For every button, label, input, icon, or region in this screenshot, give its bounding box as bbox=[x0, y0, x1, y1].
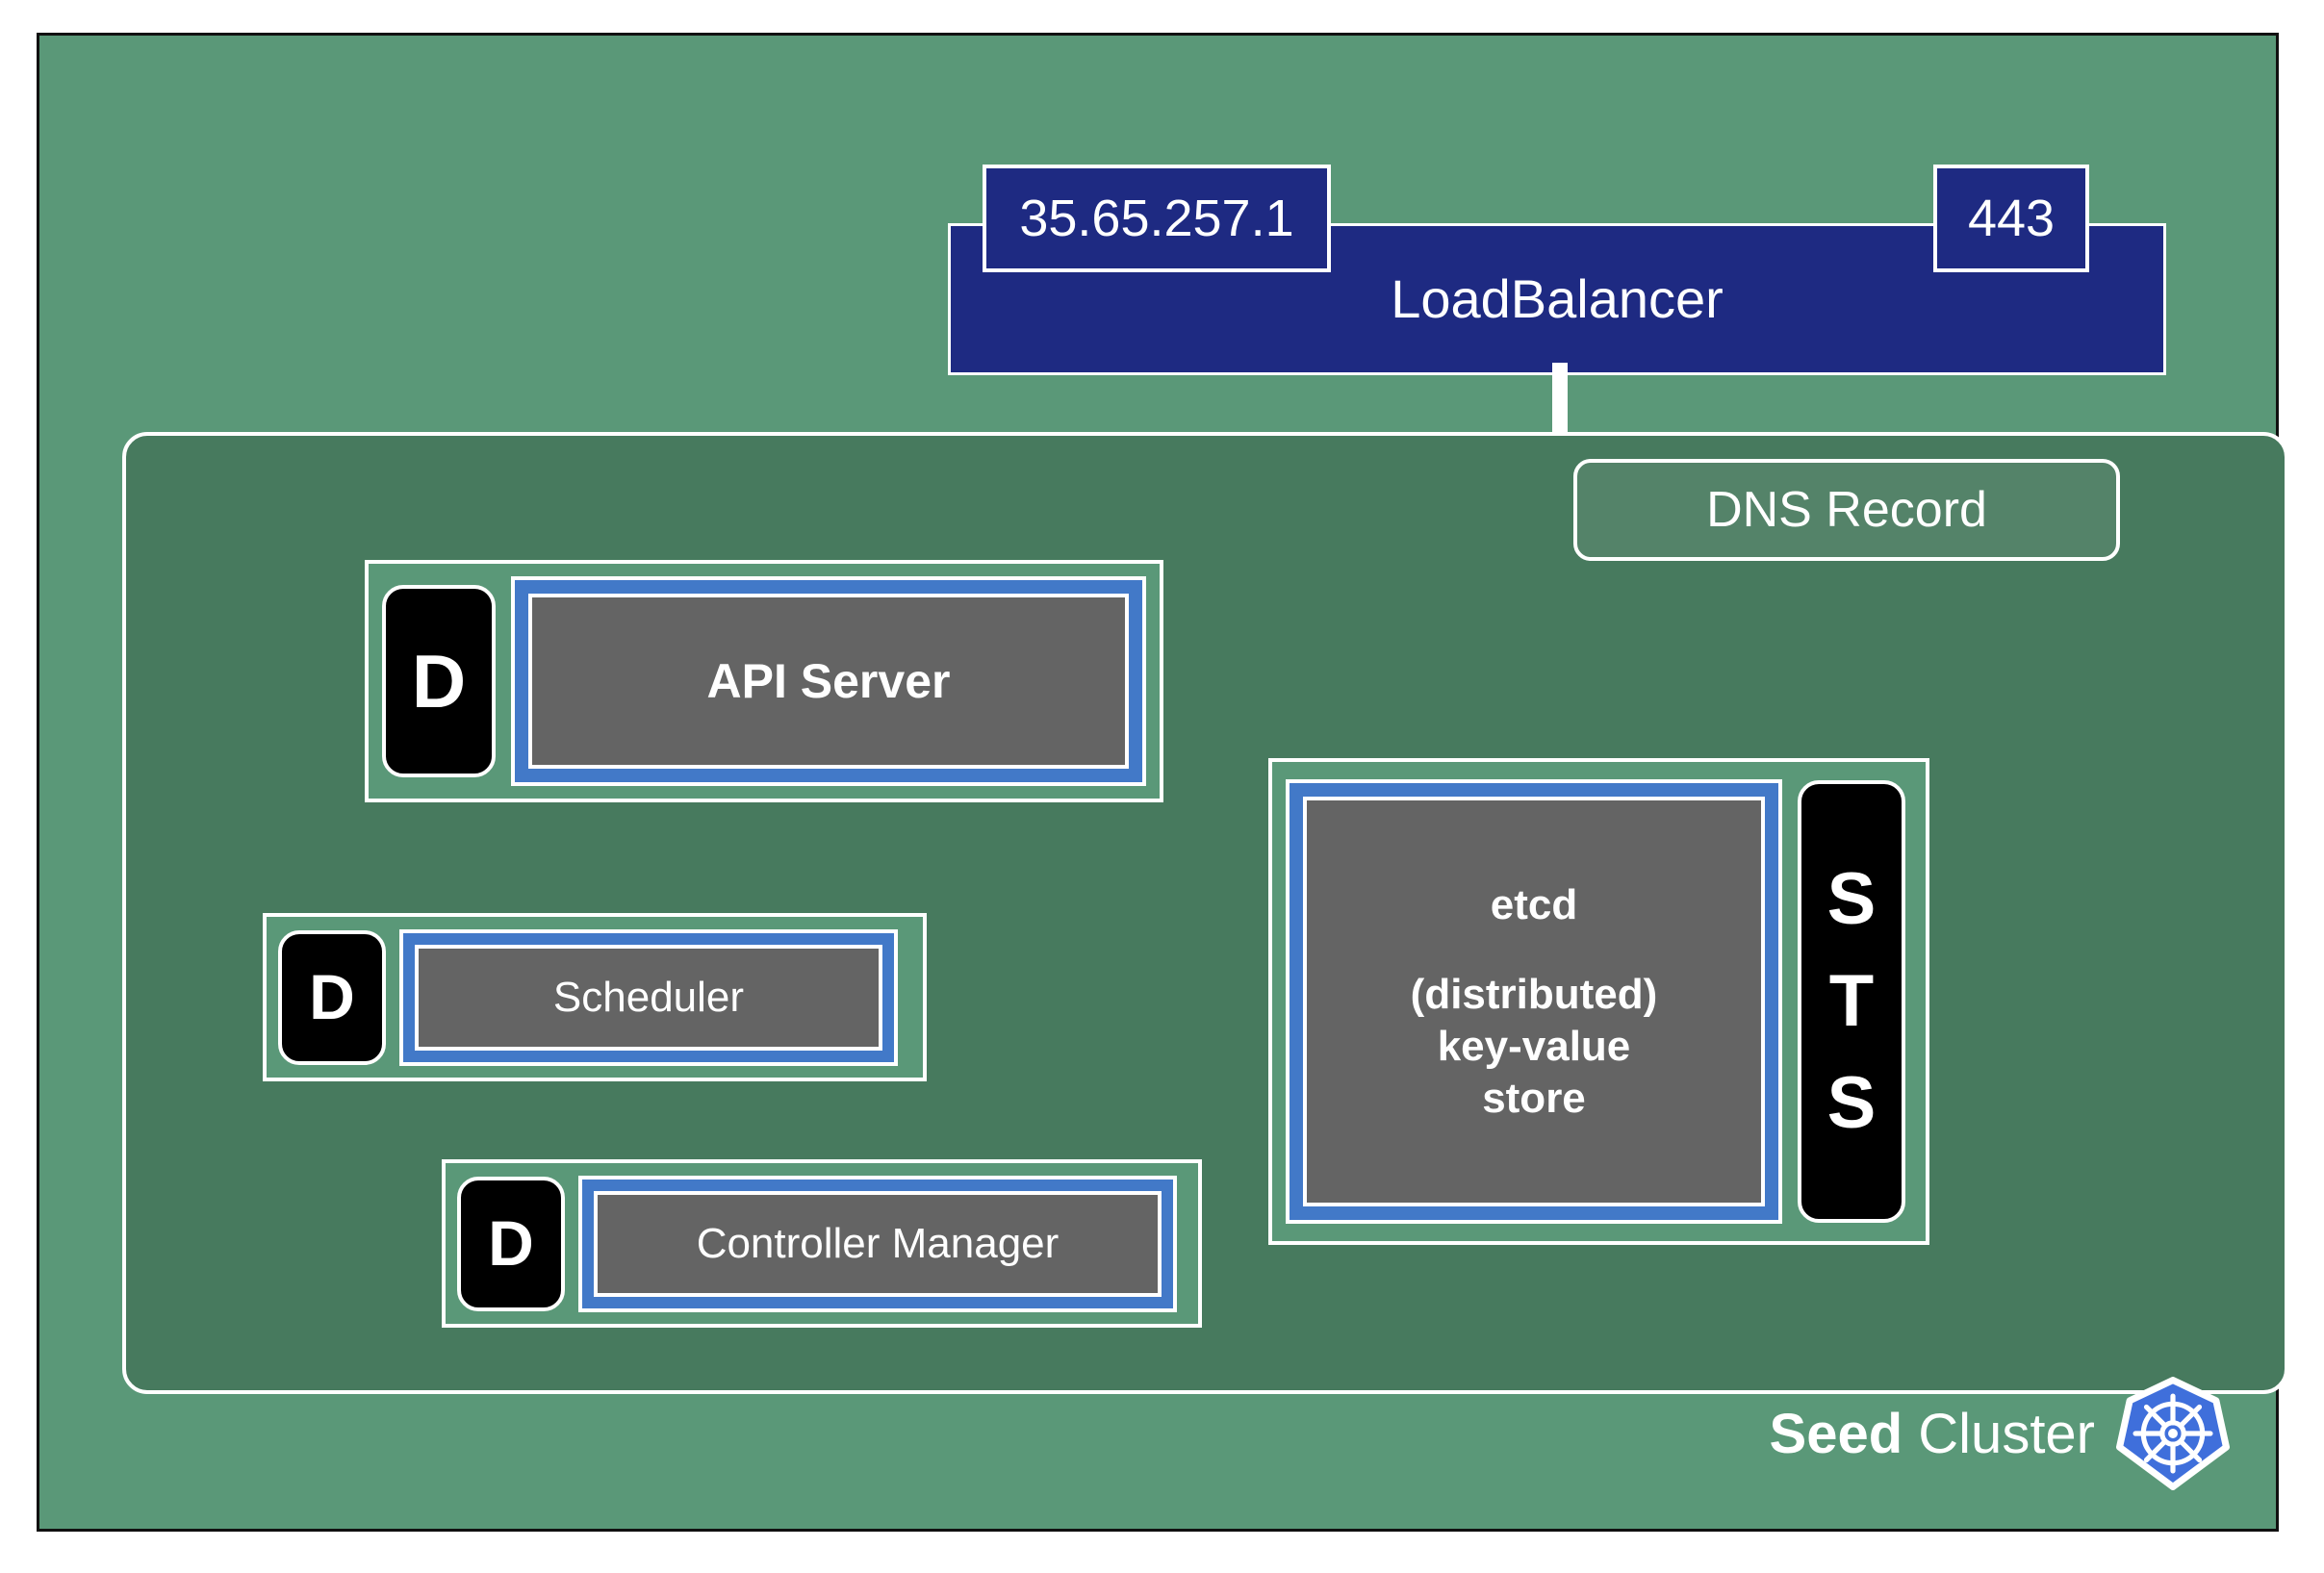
etcd-pod-box: etcd (distributed) key-value store bbox=[1286, 779, 1782, 1224]
deployment-badge-api-server: D bbox=[382, 585, 496, 777]
footer-label-bold: Seed bbox=[1769, 1402, 1903, 1465]
statefulset-badge-letter-1: S bbox=[1826, 857, 1877, 940]
slide-canvas: LoadBalancer 35.65.257.1 443 DNS Record … bbox=[37, 33, 2288, 1532]
controller-manager-container-box: Controller Manager bbox=[594, 1190, 1162, 1297]
loadbalancer-label: LoadBalancer bbox=[1391, 268, 1724, 329]
footer-label: Seed Cluster bbox=[1770, 1402, 2095, 1466]
loadbalancer-ip-badge: 35.65.257.1 bbox=[983, 165, 1331, 272]
statefulset-badge-letter-2: T bbox=[1828, 959, 1875, 1042]
loadbalancer-port-badge: 443 bbox=[1933, 165, 2089, 272]
scheduler-container-box: Scheduler bbox=[415, 944, 882, 1051]
controller-manager-pod-box: Controller Manager bbox=[578, 1175, 1177, 1312]
etcd-label-secondary: (distributed) key-value store bbox=[1410, 971, 1658, 1122]
dns-record-label: DNS Record bbox=[1706, 482, 1987, 538]
component-scheduler: D Scheduler bbox=[263, 913, 927, 1081]
scheduler-pod-box: Scheduler bbox=[399, 928, 898, 1066]
footer-label-regular: Cluster bbox=[1903, 1402, 2095, 1465]
etcd-container-box: etcd (distributed) key-value store bbox=[1303, 797, 1765, 1206]
kubernetes-logo bbox=[2116, 1377, 2230, 1490]
deployment-badge-controller-manager: D bbox=[457, 1176, 565, 1311]
etcd-label-primary: etcd bbox=[1490, 880, 1578, 928]
component-controller-manager: D Controller Manager bbox=[442, 1159, 1202, 1328]
api-server-pod-box: API Server bbox=[511, 576, 1146, 786]
deployment-badge-scheduler: D bbox=[278, 929, 386, 1065]
component-api-server: D API Server bbox=[365, 560, 1163, 802]
dns-record-box: DNS Record bbox=[1573, 459, 2120, 561]
statefulset-badge-etcd: S T S bbox=[1798, 780, 1905, 1223]
component-etcd: etcd (distributed) key-value store S T S bbox=[1268, 758, 1929, 1245]
footer: Seed Cluster bbox=[1770, 1377, 2230, 1490]
api-server-container-box: API Server bbox=[528, 594, 1129, 769]
statefulset-badge-letter-3: S bbox=[1826, 1062, 1877, 1145]
